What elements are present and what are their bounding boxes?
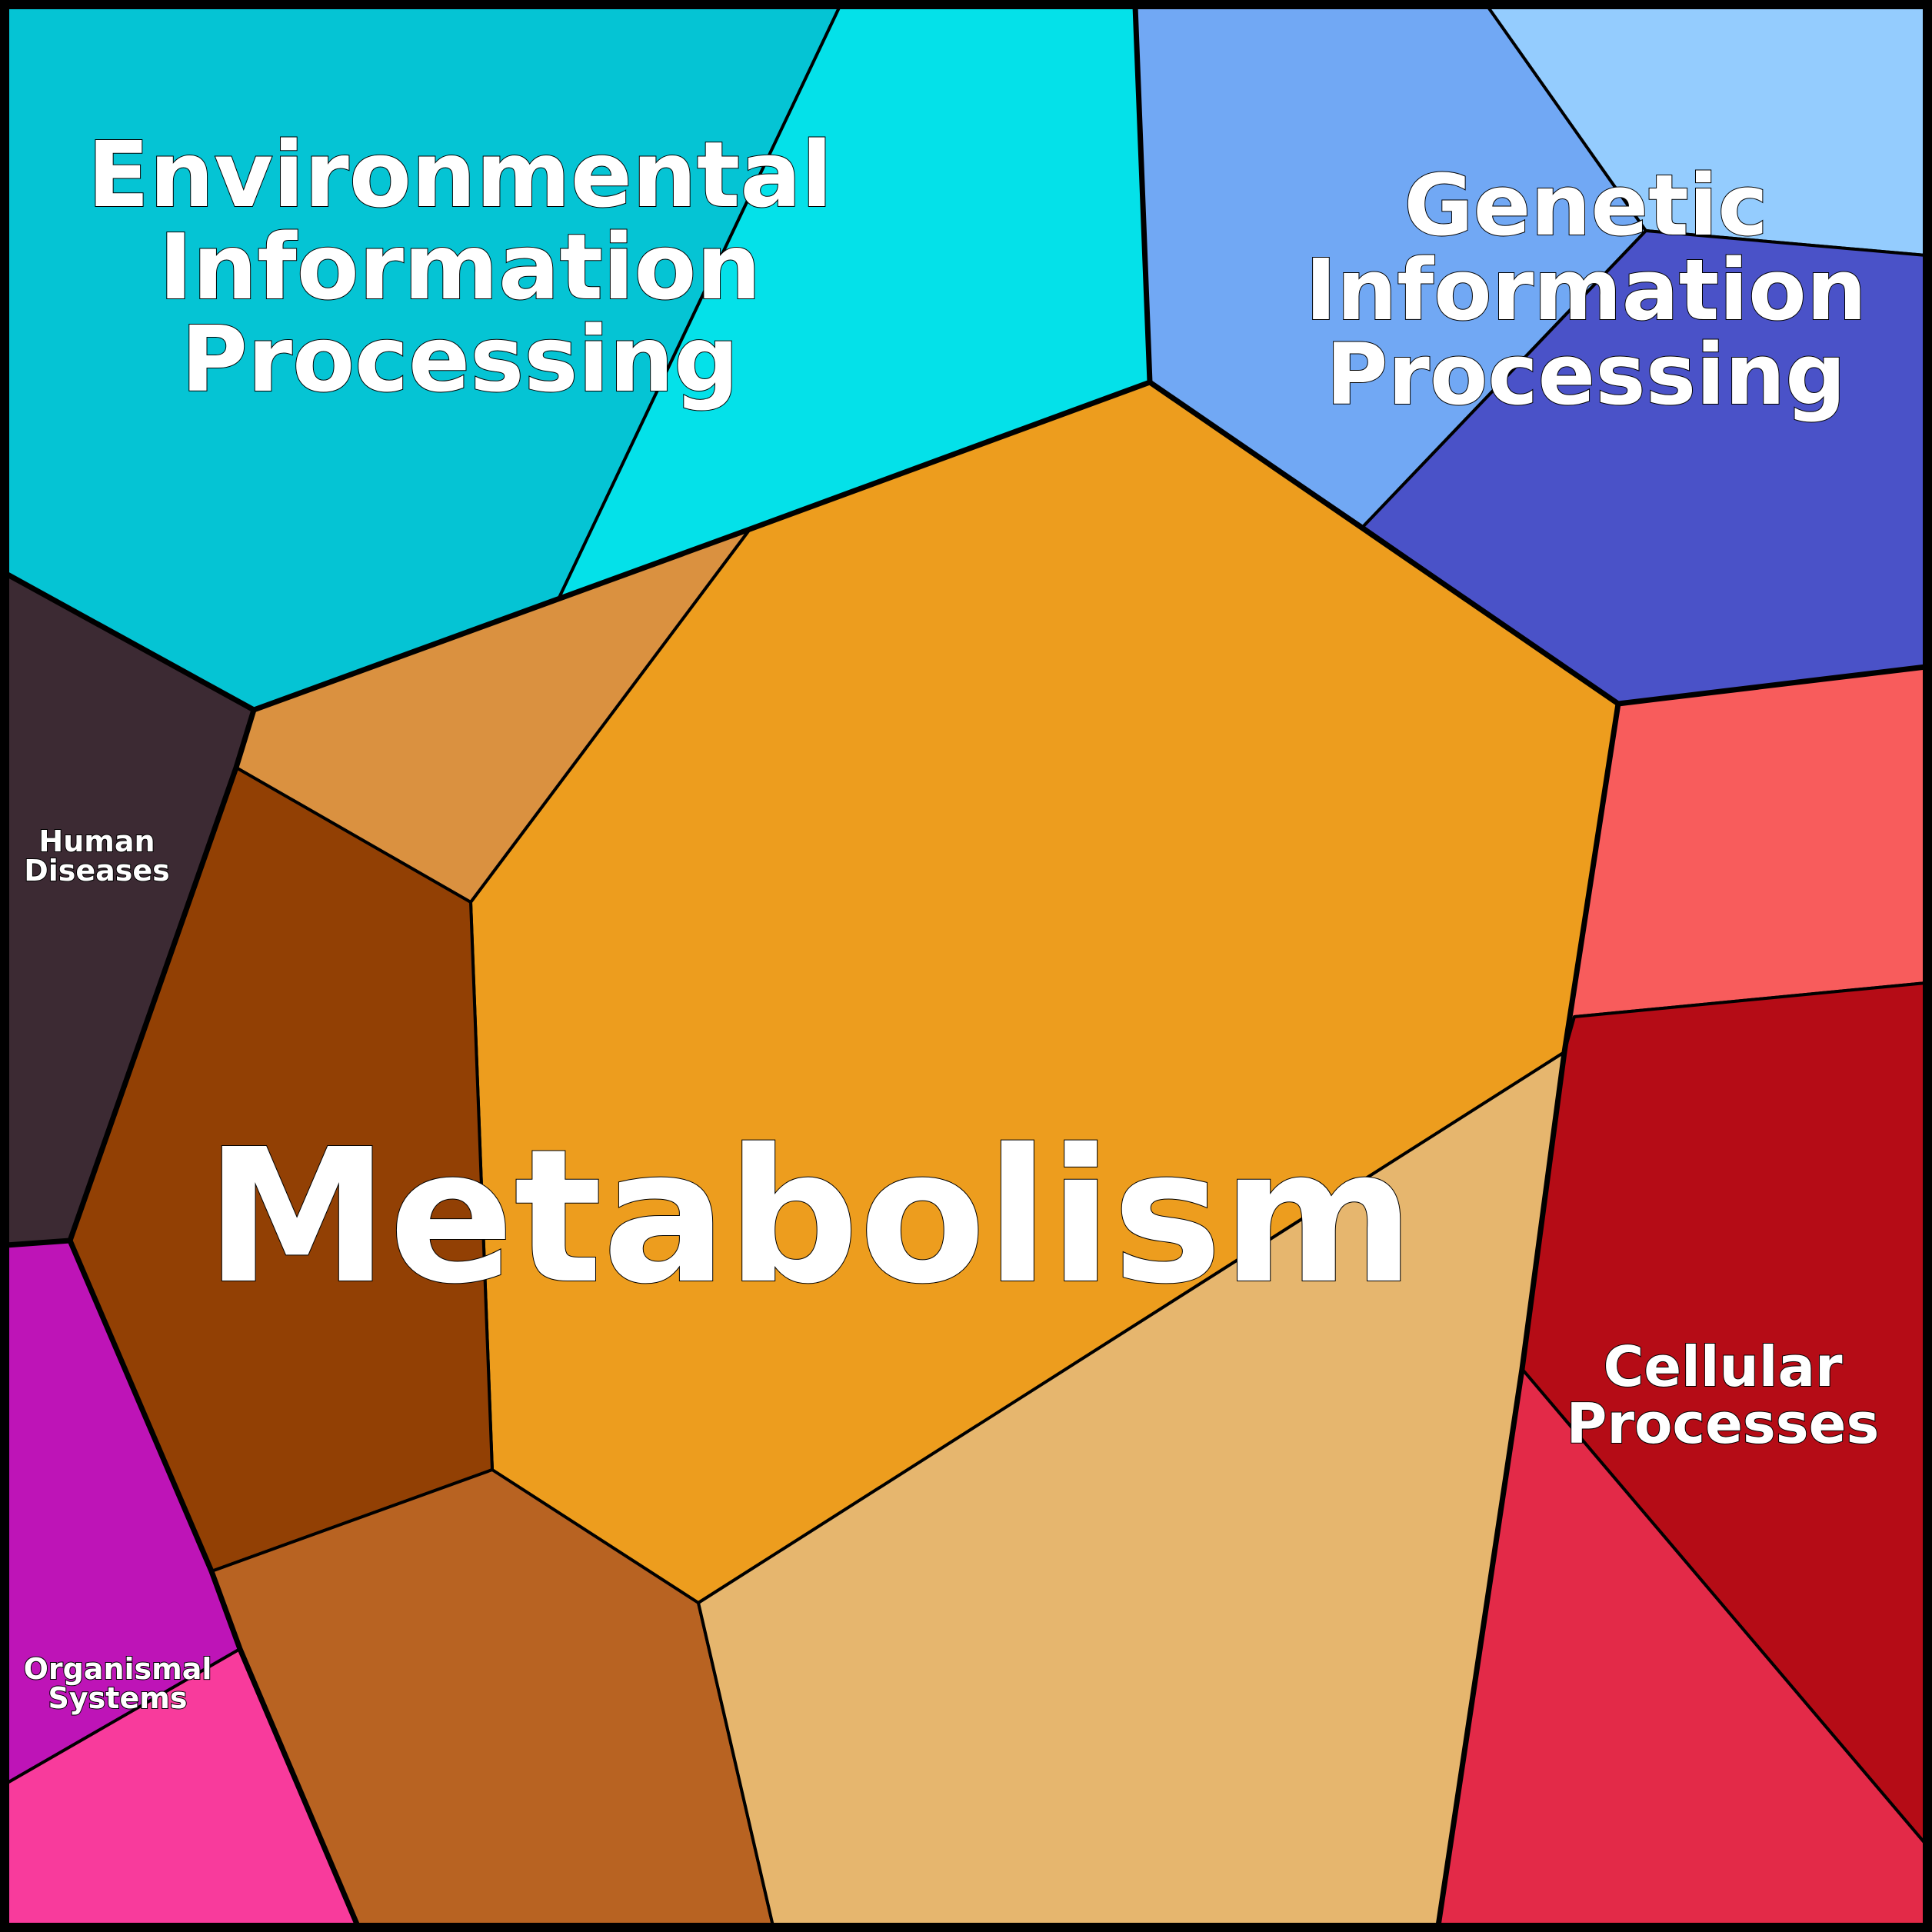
label-environmental-information-processing-line-3: Processing xyxy=(181,306,738,412)
label-cellular-processes-line-1: Cellular xyxy=(1603,1334,1843,1399)
boundary-organismal xyxy=(67,1239,361,1927)
label-cellular-processes-line-2: Processes xyxy=(1567,1391,1880,1456)
label-human-diseases-line-2: Diseases xyxy=(24,854,170,888)
boundary-cellular xyxy=(1435,703,1621,1927)
label-genetic-information-processing-line-3: Processing xyxy=(1326,325,1846,424)
label-metabolism: Metabolism xyxy=(205,1109,1414,1324)
label-environmental-information-processing-line-2: Information xyxy=(158,214,761,320)
label-organismal-systems-line-1: Organismal xyxy=(24,1652,212,1686)
label-human-diseases-line-1: Human xyxy=(38,824,155,858)
label-environmental-information-processing-line-1: Environmental xyxy=(88,122,833,228)
cellular-processes-region xyxy=(1437,665,1927,1927)
label-genetic-information-processing-line-2: Information xyxy=(1305,241,1867,339)
label-metabolism-line-1: Metabolism xyxy=(205,1109,1414,1324)
boundary-environmental xyxy=(5,5,1153,713)
genetic-information-processing-region xyxy=(1134,5,1927,705)
label-organismal-systems-line-2: Systems xyxy=(48,1681,188,1715)
boundary-human-diseases xyxy=(5,708,257,1248)
label-genetic-information-processing-line-1: Genetic xyxy=(1404,156,1767,255)
